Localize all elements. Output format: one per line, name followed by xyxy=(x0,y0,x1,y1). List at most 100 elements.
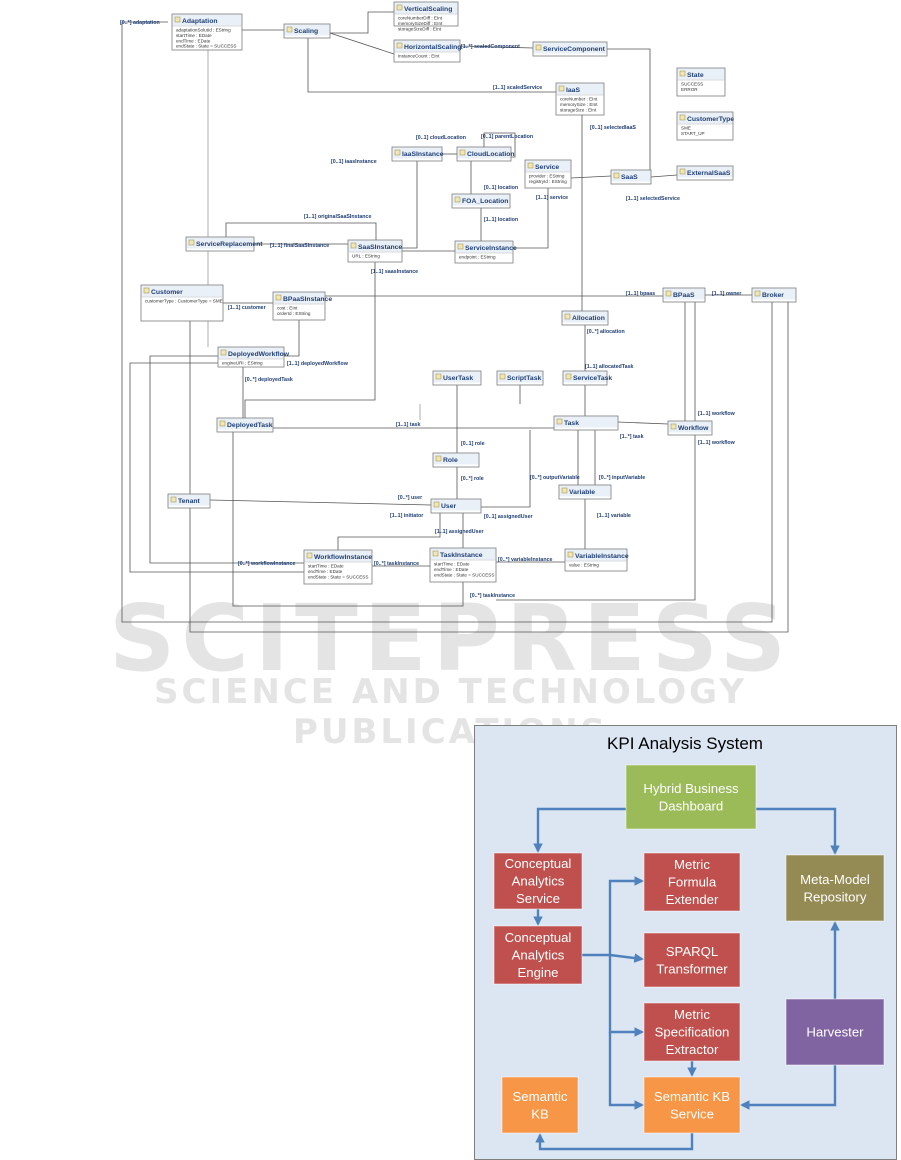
class-title-bar xyxy=(554,416,618,428)
class-externalsaas: ExternalSaaS xyxy=(676,165,734,181)
class-title-bar xyxy=(556,83,604,95)
class-icon xyxy=(174,16,181,23)
class-icon xyxy=(433,501,440,508)
class-attribute: startTime : EDate xyxy=(434,562,470,567)
association-edge xyxy=(402,161,418,249)
class-iaasinstance: IaaSInstance xyxy=(391,146,444,162)
kpi-box-fill xyxy=(643,852,741,912)
association-label: [0..*] workflowInstance xyxy=(238,561,295,567)
class-icon xyxy=(754,290,761,297)
association-edge xyxy=(650,174,678,178)
kpi-arrow xyxy=(756,807,840,855)
class-title-bar xyxy=(284,24,330,36)
class-title-bar xyxy=(752,288,796,300)
class-icon xyxy=(527,162,534,169)
class-attribute: START_UP xyxy=(681,131,705,136)
class-icon xyxy=(679,114,686,121)
kpi-box-label: Transformer xyxy=(656,961,728,976)
association-label: [0..*] role xyxy=(461,476,484,482)
class-attribute: endTime : EDate xyxy=(176,38,211,43)
class-name: ServiceComponent xyxy=(543,46,606,53)
association-label: [0..1] parentLocation xyxy=(481,134,533,140)
class-icon xyxy=(454,196,461,203)
class-name: ServiceReplacement xyxy=(196,241,263,248)
association-edge xyxy=(244,262,376,418)
kpi-arrow xyxy=(533,807,626,853)
class-title-bar xyxy=(433,453,479,465)
class-name: BPaaSInstance xyxy=(283,296,332,303)
kpi-box-label: Service xyxy=(670,1106,714,1121)
kpi-analysis-system-diagram: KPI Analysis System Hybrid BusinessDashb… xyxy=(474,725,897,1160)
association-label: [1..1] workflow xyxy=(698,411,736,417)
association-label: [1..1] owner xyxy=(712,291,741,297)
class-icon xyxy=(170,496,177,503)
class-attribute: cost : EInt xyxy=(277,306,298,311)
class-attribute: customerType : CustomerType = SME xyxy=(145,299,223,304)
association-label: [1..1] saasInstance xyxy=(371,269,418,275)
class-attribute: endTime : EDate xyxy=(308,569,343,574)
kpi-box-fill xyxy=(625,764,757,830)
class-attribute: SUCCESS xyxy=(681,82,703,87)
association-edge xyxy=(330,11,394,34)
kpi-box-label: Formula xyxy=(668,875,717,890)
association-edge xyxy=(570,175,612,179)
class-title-bar xyxy=(455,241,513,253)
kpi-arrow xyxy=(608,1032,644,1110)
class-title-bar xyxy=(677,112,733,124)
association-label: [1..1] selectedService xyxy=(626,196,680,202)
class-attribute: orderId : EString xyxy=(277,311,311,316)
class-name: ServiceInstance xyxy=(465,245,517,252)
association-label: [0..1] cloudLocation xyxy=(416,135,466,141)
class-name: HorizontalScaling xyxy=(404,44,461,51)
class-name: State xyxy=(687,72,704,79)
association-edge xyxy=(232,432,464,607)
association-label: [1..1] location xyxy=(484,217,518,223)
class-icon xyxy=(670,423,677,430)
class-name: ScriptTask xyxy=(507,375,541,382)
association-label: [1..1] service xyxy=(536,195,568,201)
kpi-box-label: KB xyxy=(531,1106,549,1121)
class-attribute: storageSize : EInt xyxy=(560,107,597,112)
class-name: Workflow xyxy=(678,425,709,432)
kpi-box-harvester: Harvester xyxy=(785,998,885,1066)
class-name: IaaSInstance xyxy=(402,151,444,158)
kpi-box-label: Meta-Model xyxy=(800,872,870,887)
class-title-bar xyxy=(663,288,705,300)
kpi-box-fill xyxy=(785,854,885,922)
class-icon xyxy=(567,551,574,558)
class-icon xyxy=(679,168,686,175)
association-label: [0..1] assignedUser xyxy=(484,514,533,520)
association-label: [0..*] taskInstance xyxy=(374,561,419,567)
class-name: DeployedTask xyxy=(227,422,273,429)
class-title-bar xyxy=(677,68,725,80)
kpi-box-label: Hybrid Business xyxy=(643,781,739,796)
association-label: [0..*] inputVariable xyxy=(599,475,645,481)
association-label: [1..1] variable xyxy=(597,513,631,519)
class-name: Service xyxy=(535,164,559,171)
class-title-bar xyxy=(172,14,242,26)
class-icon xyxy=(558,85,565,92)
class-icon xyxy=(275,294,282,301)
kpi-box-label: Engine xyxy=(517,965,558,980)
class-icon xyxy=(435,373,442,380)
class-title-bar xyxy=(433,371,481,383)
class-title-bar xyxy=(677,166,733,178)
class-attribute: endState : State = SUCCESS xyxy=(176,44,236,49)
class-name: SaaS xyxy=(621,174,638,181)
kpi-box-fill xyxy=(643,1076,741,1134)
class-title-bar xyxy=(611,170,651,182)
class-name: Broker xyxy=(762,292,784,299)
class-title-bar xyxy=(562,311,608,323)
class-title-bar xyxy=(525,160,571,172)
class-attribute: startTime : EDate xyxy=(176,33,212,38)
